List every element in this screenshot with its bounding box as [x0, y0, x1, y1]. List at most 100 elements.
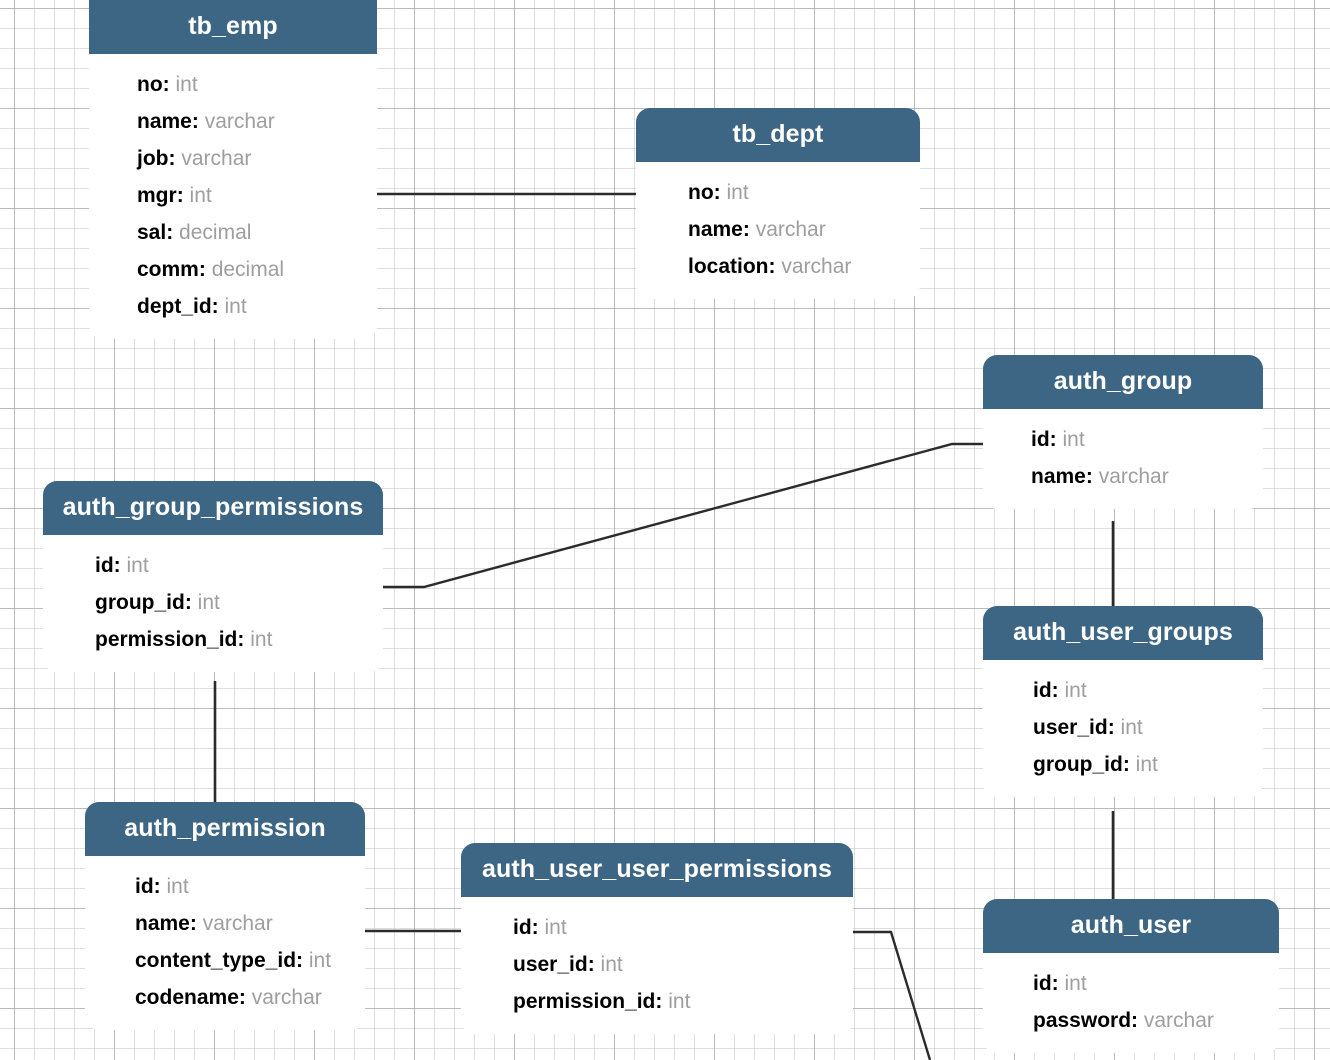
field-type: int [1064, 679, 1087, 702]
field-row: password: varchar [983, 1002, 1279, 1039]
field-colon: : [587, 953, 595, 976]
entity-auth_group_permissions[interactable]: auth_group_permissions id: int group_id:… [43, 481, 383, 672]
field-name: id [1033, 679, 1052, 702]
entity-auth_permission[interactable]: auth_permission id: int name: varchar co… [85, 802, 365, 1030]
entity-auth_user_user_permissions[interactable]: auth_user_user_permissions id: int user_… [461, 843, 853, 1034]
field-name: name [135, 912, 190, 935]
field-type: int [197, 591, 220, 614]
field-type: int [250, 628, 273, 651]
field-type: varchar [1098, 465, 1169, 488]
field-name: name [137, 110, 192, 133]
entity-header-auth_group_permissions: auth_group_permissions [43, 481, 383, 535]
field-row: job: varchar [89, 140, 377, 177]
field-colon: : [768, 255, 776, 278]
entity-header-auth_user: auth_user [983, 899, 1279, 953]
entity-body-auth_user_groups: id: int user_id: int group_id: int [983, 660, 1263, 797]
field-name: id [135, 875, 154, 898]
field-colon: : [742, 218, 750, 241]
field-row: user_id: int [461, 946, 853, 983]
field-colon: : [191, 110, 199, 133]
entity-tb_emp[interactable]: tb_emp no: int name: varchar job: varcha… [89, 0, 377, 339]
field-type: varchar [755, 218, 826, 241]
field-name: name [688, 218, 743, 241]
field-name: content_type_id [135, 949, 297, 972]
field-row: permission_id: int [43, 621, 383, 658]
field-name: name [1031, 465, 1086, 488]
field-name: id [513, 916, 532, 939]
entity-tb_dept[interactable]: tb_dept no: int name: varchar location: … [636, 108, 920, 299]
field-colon: : [1049, 428, 1057, 451]
field-type: int [1120, 716, 1143, 739]
field-name: dept_id [137, 295, 212, 318]
field-row: group_id: int [983, 746, 1263, 783]
field-name: job [137, 147, 169, 170]
field-colon: : [713, 181, 721, 204]
field-row: id: int [85, 868, 365, 905]
field-row: user_id: int [983, 709, 1263, 746]
field-name: permission_id [95, 628, 238, 651]
field-name: user_id [513, 953, 588, 976]
field-name: mgr [137, 184, 177, 207]
field-row: id: int [983, 965, 1279, 1002]
field-colon: : [168, 147, 176, 170]
field-colon: : [1051, 972, 1059, 995]
relationship-line-agp-group [383, 442, 983, 589]
field-row: group_id: int [43, 584, 383, 621]
field-name: password [1033, 1009, 1132, 1032]
field-row: content_type_id: int [85, 942, 365, 979]
entity-body-tb_emp: no: int name: varchar job: varchar mgr: … [89, 54, 377, 339]
field-row: mgr: int [89, 177, 377, 214]
field-type: int [126, 554, 149, 577]
field-type: int [189, 184, 212, 207]
field-colon: : [176, 184, 184, 207]
entity-auth_group[interactable]: auth_group id: int name: varchar [983, 355, 1263, 509]
field-type: int [726, 181, 749, 204]
entity-body-auth_group: id: int name: varchar [983, 409, 1263, 509]
field-colon: : [211, 295, 219, 318]
field-row: name: varchar [983, 458, 1263, 495]
field-type: int [544, 916, 567, 939]
field-row: dept_id: int [89, 288, 377, 325]
entity-auth_user[interactable]: auth_user id: int password: varchar [983, 899, 1279, 1053]
field-name: group_id [1033, 753, 1123, 776]
field-row: permission_id: int [461, 983, 853, 1020]
field-name: no [688, 181, 714, 204]
entity-body-auth_permission: id: int name: varchar content_type_id: i… [85, 856, 365, 1030]
field-colon: : [189, 912, 197, 935]
field-row: id: int [983, 421, 1263, 458]
field-colon: : [1122, 753, 1130, 776]
relationship-line-auup-offscreen [853, 930, 932, 1060]
field-colon: : [198, 258, 206, 281]
field-name: codename [135, 986, 239, 1009]
entity-header-auth_group: auth_group [983, 355, 1263, 409]
field-colon: : [153, 875, 161, 898]
field-type: varchar [1143, 1009, 1214, 1032]
field-type: varchar [251, 986, 322, 1009]
field-colon: : [1107, 716, 1115, 739]
field-type: varchar [202, 912, 273, 935]
field-colon: : [1051, 679, 1059, 702]
field-name: group_id [95, 591, 185, 614]
field-colon: : [1131, 1009, 1139, 1032]
field-type: varchar [181, 147, 252, 170]
field-type: int [600, 953, 623, 976]
field-colon: : [162, 73, 170, 96]
field-name: comm [137, 258, 199, 281]
field-colon: : [531, 916, 539, 939]
field-type: varchar [781, 255, 852, 278]
entity-header-auth_permission: auth_permission [85, 802, 365, 856]
entity-auth_user_groups[interactable]: auth_user_groups id: int user_id: int gr… [983, 606, 1263, 797]
field-colon: : [184, 591, 192, 614]
field-type: varchar [204, 110, 275, 133]
field-row: comm: decimal [89, 251, 377, 288]
entity-header-tb_dept: tb_dept [636, 108, 920, 162]
field-row: name: varchar [89, 103, 377, 140]
field-colon: : [113, 554, 121, 577]
entity-header-auth_user_groups: auth_user_groups [983, 606, 1263, 660]
field-colon: : [166, 221, 174, 244]
field-row: id: int [43, 547, 383, 584]
field-row: name: varchar [636, 211, 920, 248]
field-name: no [137, 73, 163, 96]
entity-body-auth_user_user_permissions: id: int user_id: int permission_id: int [461, 897, 853, 1034]
